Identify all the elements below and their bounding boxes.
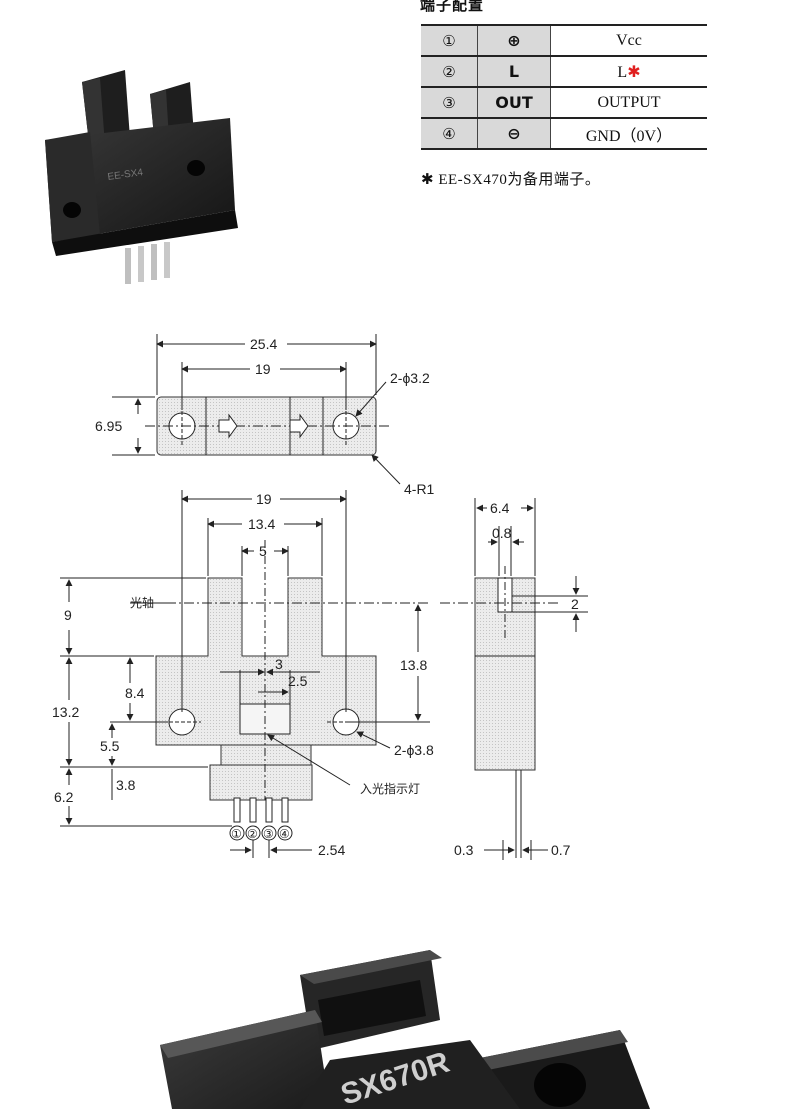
dim-front-holes: 2-ϕ3.8 [394, 742, 434, 758]
dim-lower-height: 5.5 [100, 738, 120, 754]
pin-number: ③ [421, 86, 478, 119]
pin-name: OUTPUT [550, 86, 707, 119]
table-row: ④ ⊖ GND（0V） [421, 117, 707, 150]
dim-side-window: 2 [571, 596, 579, 612]
pin-number: ② [421, 55, 478, 88]
led-indicator-label: 入光指示灯 [360, 781, 420, 796]
dim-hole-pitch: 19 [255, 361, 271, 377]
dim-side-slot: 0.8 [492, 525, 512, 541]
table-row: ③ OUT OUTPUT [421, 86, 707, 119]
optical-axis-label: 光轴 [130, 595, 154, 610]
dim-window-offset: 3 [275, 656, 283, 672]
dim-overall-width: 25.4 [250, 336, 277, 352]
pin-name: Vcc [550, 24, 707, 57]
product-photo: EE-SX4 [45, 70, 238, 284]
product-closeup-photo: SX670R [160, 950, 650, 1109]
photo-model-label: EE-SX4 [107, 167, 144, 183]
dim-axis-height: 13.8 [400, 657, 427, 673]
dim-top-holes: 2-ϕ3.2 [390, 370, 430, 386]
reserved-star-icon: ✱ [627, 63, 641, 81]
dim-slot-width: 5 [259, 543, 267, 559]
dim-body-height: 13.2 [52, 704, 79, 720]
side-view [440, 498, 588, 860]
pin-config-table: ① ⊕ Vcc ② L L✱ ③ OUT OUTPUT ④ ⊖ GND（0V） [421, 24, 707, 150]
pin-name: GND（0V） [550, 117, 707, 150]
table-row: ① ⊕ Vcc [421, 24, 707, 57]
pin-config-note: ✱ EE-SX470为备用端子。 [421, 172, 601, 188]
dim-window-size: 2.5 [288, 673, 308, 689]
table-row: ② L L✱ [421, 55, 707, 88]
pin-label: ④ [279, 827, 290, 841]
pin-symbol: OUT [477, 86, 551, 119]
pin-label: ③ [263, 827, 274, 841]
dim-hole-height: 8.4 [125, 685, 145, 701]
pin-symbol: ⊖ [477, 117, 551, 150]
dim-pin-width: 0.7 [551, 842, 571, 858]
dim-step-height: 3.8 [116, 777, 136, 793]
dimension-drawing: 25.4 19 6.95 2-ϕ3.2 4-R1 19 13.4 5 9 13.… [52, 334, 588, 860]
front-view [60, 490, 430, 858]
pin-name-cell: L✱ [550, 55, 707, 88]
top-view [112, 334, 401, 485]
pin-number: ④ [421, 117, 478, 150]
dim-top-height: 6.95 [95, 418, 122, 434]
pin-label: ① [231, 827, 242, 841]
pin-number: ① [421, 24, 478, 57]
dim-front-width: 19 [256, 491, 272, 507]
pin-symbol: ⊕ [477, 24, 551, 57]
pin-name: L [617, 63, 628, 81]
dim-front-inner-width: 13.4 [248, 516, 275, 532]
pin-symbol: L [477, 55, 551, 88]
pin-label: ② [247, 827, 258, 841]
dim-arm-height: 9 [64, 607, 72, 623]
dim-pin-thickness: 0.3 [454, 842, 474, 858]
dim-side-width: 6.4 [490, 500, 510, 516]
dim-pin-pitch: 2.54 [318, 842, 345, 858]
dim-corner-radius: 4-R1 [404, 481, 435, 497]
dim-pin-height: 6.2 [54, 789, 74, 805]
pin-config-title: 端子配置 [420, 0, 485, 14]
